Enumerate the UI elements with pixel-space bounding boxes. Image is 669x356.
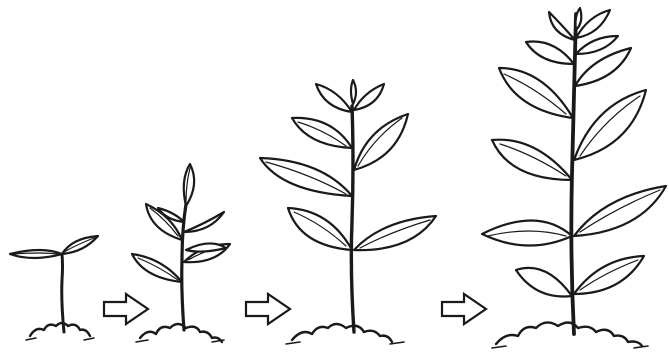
leaf — [351, 80, 356, 104]
leaf — [576, 8, 582, 30]
stage-2-young-sprout — [132, 164, 230, 342]
leaf — [288, 208, 352, 250]
soil-mound — [30, 323, 90, 336]
soil-line — [26, 338, 94, 340]
leaf — [482, 220, 572, 245]
stage-3-growing-plant — [260, 80, 436, 344]
stem — [351, 106, 354, 332]
stage-1-seedling — [10, 236, 98, 340]
leaf — [576, 36, 618, 54]
soil-mound — [496, 322, 642, 346]
right-arrow-icon — [104, 294, 148, 324]
soil-mound — [140, 324, 222, 342]
leaf — [354, 114, 408, 170]
leaf — [184, 212, 224, 232]
soil-mound — [292, 324, 392, 342]
leaf — [354, 84, 384, 110]
leaf — [316, 84, 352, 112]
soil-line — [136, 340, 224, 342]
stage-4-mature-plant — [482, 8, 666, 348]
leaf — [549, 12, 575, 40]
leaf — [526, 41, 574, 64]
soil-line — [286, 342, 404, 344]
leaf — [516, 268, 572, 297]
right-arrow-icon — [442, 294, 486, 324]
stem — [62, 254, 64, 332]
soil-line — [492, 346, 648, 348]
leaf — [186, 243, 226, 251]
right-arrow-icon — [246, 294, 290, 324]
